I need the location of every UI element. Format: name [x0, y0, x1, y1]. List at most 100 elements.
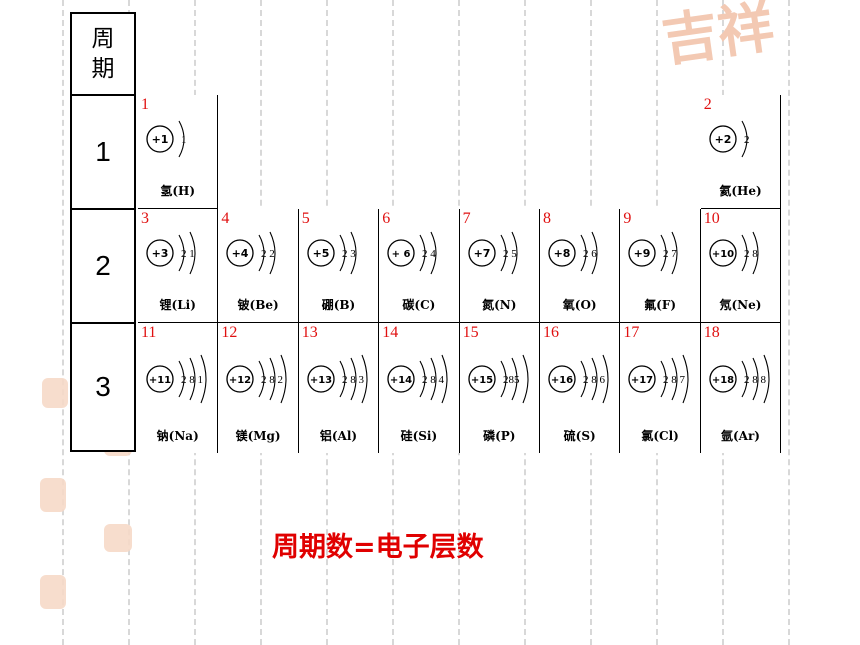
atom-diagram: +5 2 3	[307, 231, 357, 275]
electron-config: 2 8 4	[422, 374, 445, 386]
electron-shell	[350, 231, 357, 275]
electron-shell	[660, 360, 667, 398]
nucleus	[146, 239, 174, 267]
element-name: 磷(P)	[483, 429, 516, 443]
electron-config: 2 5	[503, 248, 517, 260]
electron-config: 2	[744, 134, 750, 146]
atomic-number: 16	[543, 324, 559, 341]
watermark-seal	[104, 524, 132, 552]
electron-shell	[419, 234, 426, 272]
atomic-number: 7	[462, 210, 471, 227]
electron-config: 2 4	[422, 248, 436, 260]
electron-config: 2 8 8	[744, 374, 767, 386]
element-cell: 5 +5 2 3 硼(B)	[298, 209, 380, 323]
electron-shell	[741, 120, 748, 158]
nucleus	[628, 239, 657, 267]
electron-shell	[752, 357, 759, 401]
element-name: 碳(C)	[402, 298, 436, 312]
atomic-number: 11	[141, 324, 157, 341]
atomic-number: 10	[703, 210, 720, 227]
electron-config: 2 8	[744, 248, 758, 260]
element-name: 氢(H)	[160, 184, 196, 198]
electron-shell	[339, 234, 346, 272]
electron-config: 2 6	[583, 248, 597, 260]
electron-shell	[258, 360, 265, 398]
electron-shell	[500, 234, 507, 272]
atom-diagram: +13 2 8 3	[307, 354, 368, 404]
nuclear-charge: +13	[310, 375, 332, 386]
electron-shell	[350, 357, 357, 401]
electron-config: 2 1	[181, 248, 195, 260]
electron-config: 2 8 2	[261, 374, 283, 386]
atomic-number: 6	[382, 210, 391, 227]
atomic-number: 8	[543, 210, 551, 227]
atomic-number: 17	[623, 324, 640, 341]
element-name: 氯(Cl)	[641, 429, 679, 443]
nucleus	[226, 365, 255, 393]
period-label: 2	[95, 250, 111, 281]
nuclear-charge: +18	[712, 375, 734, 386]
nuclear-charge: +12	[229, 375, 251, 386]
electron-shell	[280, 354, 287, 404]
atom-diagram: +8 2 6	[548, 231, 598, 275]
electron-shell	[178, 120, 185, 158]
period-column: 周 期 1 2 3	[70, 12, 136, 452]
nuclear-charge: +17	[631, 375, 653, 386]
atom-diagram: +14 2 8 4	[387, 354, 448, 404]
electron-shell	[591, 231, 598, 275]
period-header-label: 周 期	[91, 26, 115, 82]
electron-shell	[430, 357, 437, 401]
nuclear-charge: +9	[634, 247, 651, 260]
electron-shell	[339, 360, 346, 398]
period-row-3: 3	[72, 324, 134, 450]
electron-config: 2 8 3	[342, 374, 365, 386]
element-cell: 6 + 6 2 4 碳(C)	[379, 209, 460, 323]
watermark-seal	[42, 378, 68, 408]
element-name: 镁(Mg)	[235, 429, 281, 443]
watermark-seal	[40, 575, 66, 609]
atomic-number: 4	[221, 210, 230, 227]
element-name: 氮(N)	[482, 298, 517, 312]
element-name: 铝(Al)	[319, 429, 358, 443]
electron-shell	[258, 234, 265, 272]
electron-shell	[763, 354, 770, 404]
nucleus	[709, 365, 737, 393]
watermark-seal	[40, 478, 66, 512]
element-name: 硼(B)	[321, 298, 356, 312]
nucleus	[307, 365, 335, 393]
grid-line	[62, 0, 64, 645]
atomic-number: 5	[301, 210, 310, 227]
electron-shell	[441, 354, 448, 404]
electron-shell	[430, 231, 437, 275]
caption: 周期数=电子层数	[272, 532, 484, 563]
electron-shell	[189, 357, 196, 401]
period-row-1: 1	[72, 96, 134, 210]
electron-config: 2 3	[342, 248, 356, 260]
electron-shell	[269, 231, 276, 275]
nuclear-charge: +8	[554, 247, 571, 260]
electron-config: 2 2	[261, 248, 275, 260]
nuclear-charge: +1	[152, 133, 169, 146]
electron-config: 2 7	[663, 248, 677, 260]
nuclear-charge: +5	[312, 247, 329, 260]
nuclear-charge: + 6	[392, 249, 411, 260]
electron-shell	[178, 234, 185, 272]
element-name: 硅(Si)	[400, 429, 438, 443]
nuclear-charge: +14	[390, 375, 412, 386]
nuclear-charge: +4	[232, 247, 249, 260]
nucleus	[628, 365, 657, 393]
electron-shell	[671, 231, 678, 275]
